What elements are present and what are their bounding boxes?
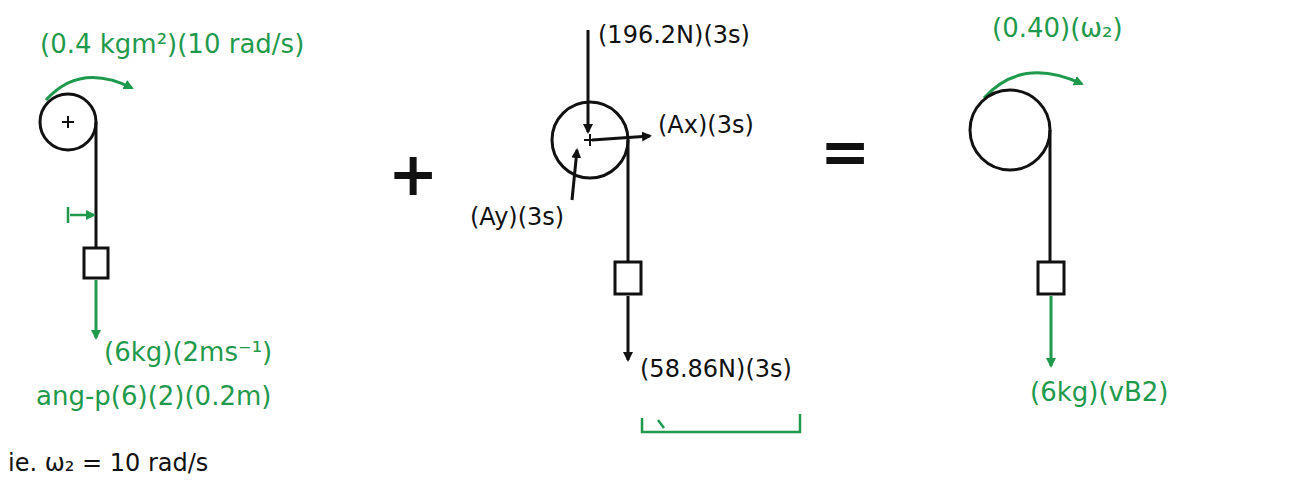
pulley-circle (552, 102, 628, 178)
impulse-label: (Ay)(3s) (470, 204, 564, 232)
impulse-label: (196.2N)(3s) (598, 22, 750, 50)
pulley-circle (970, 90, 1050, 170)
block (84, 248, 108, 278)
weight-impulse-arrow (587, 30, 590, 132)
impulse-label: (58.86N)(3s) (640, 356, 792, 384)
angular-momentum-label: ang-p(6)(2)(0.2m) (36, 382, 271, 412)
momentum-arrow (1050, 296, 1053, 366)
angular-momentum-arrow (984, 73, 1082, 98)
block (1038, 262, 1064, 294)
momentum-label: (0.40)(ω₂) (992, 14, 1123, 44)
momentum-label: (0.4 kgm²)(10 rad/s) (40, 30, 304, 60)
radius-dimension (68, 207, 94, 223)
ax-impulse-arrow (592, 136, 650, 140)
bracket (642, 414, 800, 432)
momentum-label: (6kg)(2ms⁻¹) (104, 338, 272, 368)
result-note: ie. ω₂ = 10 rad/s (8, 450, 208, 478)
ay-impulse-arrow (572, 150, 577, 200)
block (615, 262, 641, 294)
equals-sign: = (820, 118, 870, 187)
impulse-label: (Ax)(3s) (658, 112, 754, 140)
rope (1049, 130, 1052, 262)
rope (627, 140, 630, 262)
momentum-label: (6kg)(vB2) (1030, 378, 1168, 408)
center-mark (62, 116, 74, 128)
rope (95, 122, 98, 248)
block-weight-arrow (627, 296, 630, 360)
pulley-circle (40, 94, 96, 150)
momentum-arrow (95, 280, 98, 338)
plus-sign: + (388, 140, 438, 209)
